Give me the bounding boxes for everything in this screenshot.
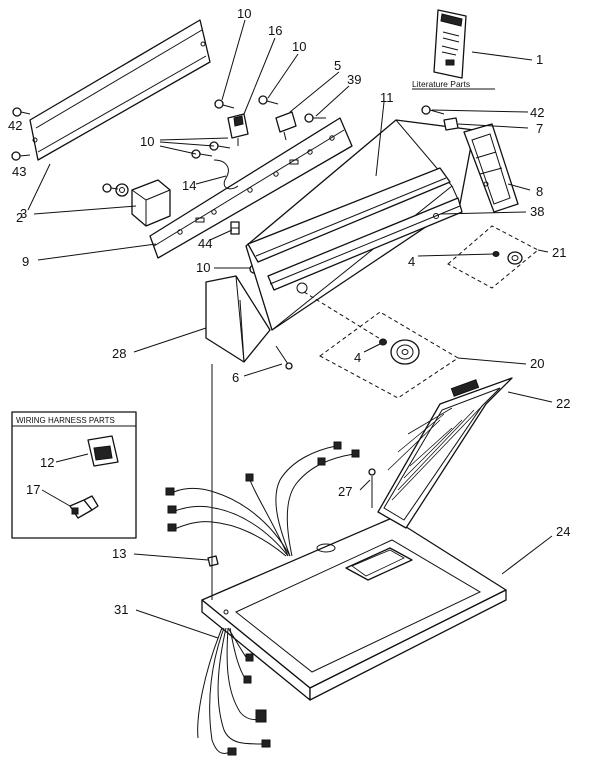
callout-13: 13 <box>112 546 126 561</box>
bushing-44 <box>230 221 240 235</box>
callout-12: 12 <box>40 455 54 470</box>
screw-10-top-b <box>258 95 279 105</box>
screw-27 <box>368 468 376 508</box>
callout-4: 4 <box>354 350 361 365</box>
callout-6: 6 <box>232 370 239 385</box>
callout-10: 10 <box>140 134 154 149</box>
upper-wire-harness <box>165 441 360 557</box>
end-cap <box>463 123 519 213</box>
clip-13 <box>207 555 219 567</box>
callout-11: 11 <box>380 90 394 105</box>
callout-8: 8 <box>536 184 543 199</box>
connector-17 <box>69 495 99 519</box>
screw-43-left <box>11 151 31 161</box>
callout-10: 10 <box>237 6 251 21</box>
control-console <box>245 119 475 331</box>
callout-labels: 10 16 10 5 39 11 1 42 7 8 38 21 4 4 20 2… <box>8 6 570 617</box>
component-5 <box>275 111 297 141</box>
clip-7 <box>443 117 459 131</box>
console-bracket <box>149 117 353 259</box>
literature-parts-label: Literature Parts <box>412 79 470 89</box>
switch <box>227 113 249 146</box>
callout-10: 10 <box>292 39 306 54</box>
timer <box>115 179 171 227</box>
screw-10-left <box>102 183 119 193</box>
knob-group-21 <box>447 225 539 289</box>
lower-wire-harness <box>197 627 271 756</box>
callout-2: 2 <box>16 210 23 225</box>
wiring-harness-parts-box: WIRING HARNESS PARTS <box>11 411 137 539</box>
screw-6 <box>275 345 293 370</box>
callout-10: 10 <box>196 260 210 275</box>
lint-filter <box>377 377 513 529</box>
callout-27: 27 <box>338 484 352 499</box>
callout-31: 31 <box>114 602 128 617</box>
knob-21 <box>492 251 523 265</box>
callout-44: 44 <box>198 236 212 251</box>
leader-1 <box>471 51 533 61</box>
rear-panel <box>29 19 211 161</box>
callout-28: 28 <box>112 346 126 361</box>
leader-lines <box>27 19 553 639</box>
callout-38: 38 <box>530 204 544 219</box>
callout-4: 4 <box>408 254 415 269</box>
callout-17: 17 <box>26 482 40 497</box>
screw-42-left <box>12 107 31 117</box>
callout-1: 1 <box>536 52 543 67</box>
knob-20 <box>379 338 420 365</box>
callout-20: 20 <box>530 356 544 371</box>
screw-42-right <box>421 105 445 115</box>
callout-39: 39 <box>347 72 361 87</box>
callout-22: 22 <box>556 396 570 411</box>
knob-axis <box>303 291 383 341</box>
callout-14: 14 <box>182 178 196 193</box>
dryer-top <box>201 517 507 701</box>
callout-21: 21 <box>552 245 566 260</box>
callout-24: 24 <box>556 524 570 539</box>
callout-42: 42 <box>530 105 544 120</box>
callout-9: 9 <box>22 254 29 269</box>
callout-5: 5 <box>334 58 341 73</box>
callout-16: 16 <box>268 23 282 38</box>
callout-3: 3 <box>20 206 27 221</box>
callout-42: 42 <box>8 118 22 133</box>
wiring-box-title: WIRING HARNESS PARTS <box>16 416 115 425</box>
callout-7: 7 <box>536 121 543 136</box>
screw-39 <box>304 113 326 123</box>
wire-14 <box>213 159 239 190</box>
connector-12 <box>87 435 119 467</box>
literature-booklet <box>433 9 467 79</box>
console-end-panel <box>205 275 271 363</box>
callout-43: 43 <box>12 164 26 179</box>
screw-10-top-a <box>214 99 235 109</box>
knob-group-20 <box>319 311 459 399</box>
